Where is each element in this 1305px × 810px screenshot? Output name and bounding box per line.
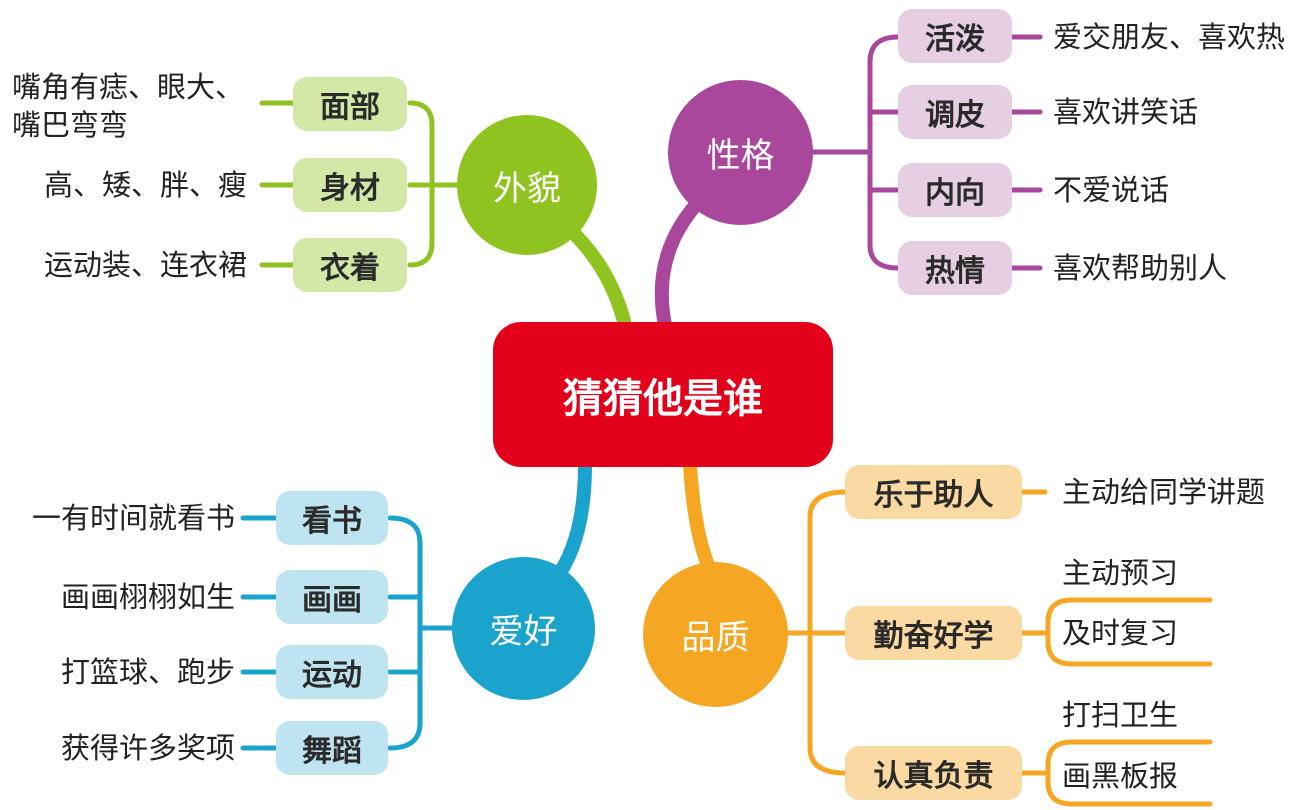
character-leaf-review: 及时复习 [1062,616,1179,650]
personality-item-lively: 活泼 [898,9,1012,63]
hobbies-item-reading: 看书 [276,491,388,545]
center-topic: 猜猜他是谁 [493,322,833,467]
personality-leaf-warm: 喜欢帮助别人 [1053,251,1228,285]
connector-personality [654,188,712,332]
connector-hobbies [548,458,592,587]
character-item-diligent: 勤奋好学 [845,606,1022,660]
personality-item-naughty: 调皮 [898,85,1012,139]
personality-item-introvert: 内向 [898,163,1012,217]
connector-appearance [558,218,632,332]
hobbies-leaf-reading: 一有时间就看书 [31,501,235,535]
personality-leaf-lively: 爱交朋友、喜欢热 [1053,20,1286,54]
hobbies-item-sports: 运动 [276,645,388,699]
hobbies-item-drawing: 画画 [276,570,388,624]
character-leaf-helpful: 主动给同学讲题 [1062,475,1266,509]
appearance-item-face: 面部 [293,77,407,131]
branch-character: 品质 [643,562,788,707]
branch-appearance: 外貌 [457,115,597,255]
branch-character-label: 品质 [681,618,750,658]
appearance-item-build: 身材 [293,158,407,212]
personality-leaf-naughty: 喜欢讲笑话 [1053,95,1199,129]
branch-personality: 性格 [668,80,813,225]
character-leaf-blackboard: 画黑板报 [1062,759,1179,793]
hobbies-leaf-dance: 获得许多奖项 [60,731,235,765]
appearance-item-clothing: 衣着 [293,238,407,292]
branch-appearance-label: 外貌 [493,168,561,209]
branch-hobbies-label: 爱好 [489,612,558,652]
appearance-leaf-face-line1: 嘴角有痣、眼大、 [12,70,245,104]
hobbies-leaf-drawing: 画画栩栩如生 [60,580,235,614]
character-leaf-cleaning: 打扫卫生 [1062,698,1179,732]
appearance-leaf-clothing: 运动装、连衣裙 [43,248,247,282]
hobbies-leaf-sports: 打篮球、跑步 [60,655,235,689]
center-topic-label: 猜猜他是谁 [563,375,763,422]
branch-personality-label: 性格 [706,136,775,176]
branch-hobbies: 爱好 [452,557,595,700]
personality-item-warm: 热情 [898,241,1012,295]
personality-leaf-introvert: 不爱说话 [1053,173,1170,207]
character-leaf-preview: 主动预习 [1062,556,1179,590]
character-item-responsible: 认真负责 [845,746,1022,800]
appearance-leaf-face-line2: 嘴巴弯弯 [12,108,129,142]
hobbies-item-dance: 舞蹈 [276,721,388,775]
character-item-helpful: 乐于助人 [845,465,1022,519]
appearance-leaf-build: 高、矮、胖、瘦 [43,168,247,202]
